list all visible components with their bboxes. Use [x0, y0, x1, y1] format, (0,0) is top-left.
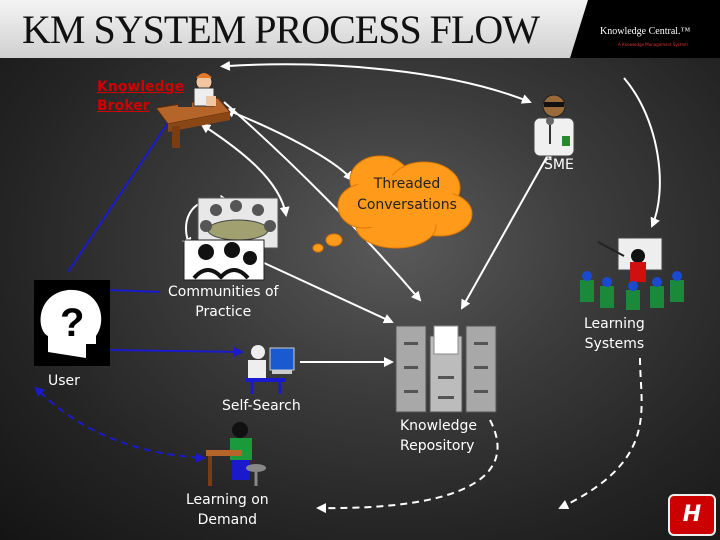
sme-label: SME — [544, 157, 574, 173]
broker-to-repository-arrow — [223, 101, 422, 302]
communities-to-repository-arrow — [261, 261, 394, 324]
broker-to-conversation-arrow — [224, 108, 354, 182]
self-search-icon — [246, 345, 295, 394]
learning-systems-label: Learning Systems — [584, 316, 645, 352]
learning-systems-icon — [580, 237, 684, 310]
user-to-self-search-arrow — [109, 346, 244, 357]
sme-to-learning-arrow — [623, 77, 661, 228]
communities-icon — [183, 197, 279, 281]
sme-icon — [533, 94, 575, 157]
knowledge-repository-label: Knowledge Repository — [400, 418, 477, 454]
user-icon: ? — [34, 280, 110, 366]
user-to-communities-arrow — [109, 289, 161, 293]
broker-to-community-arrow — [200, 123, 290, 217]
brand-subtitle: A Knowledge Management System — [618, 42, 688, 47]
user-to-broker-arrow — [67, 115, 174, 273]
slide-title: KM SYSTEM PROCESS FLOW — [22, 7, 540, 52]
conversation-cloud — [312, 155, 473, 253]
learning-dashed-left-arrow — [316, 419, 499, 514]
knowledge-broker-label: Knowledge Broker — [97, 79, 185, 114]
broker-to-sme-arrow — [220, 60, 532, 104]
user-label: User — [48, 373, 80, 389]
user-learning-dashed-arrow — [34, 386, 206, 463]
broker-icon — [155, 73, 231, 148]
brand-name: Knowledge Central.™ — [600, 26, 691, 37]
learning-on-demand-icon — [206, 422, 266, 486]
brand-badge: Knowledge Central.™ A Knowledge Manageme… — [570, 0, 720, 58]
svg-text:?: ? — [60, 301, 84, 345]
threaded-conversations-label: Threaded Conversations — [357, 176, 457, 213]
learning-dashed-right-arrow — [558, 357, 643, 510]
knowledge-repository-icon — [395, 325, 497, 413]
company-logo: H — [668, 494, 716, 536]
learning-on-demand-label: Learning on Demand — [186, 492, 269, 528]
self-search-label: Self-Search — [222, 398, 301, 414]
communities-of-practice-label: Communities of Practice — [168, 284, 279, 320]
sme-to-repository-arrow — [461, 148, 552, 310]
title-bar: KM SYSTEM PROCESS FLOW Knowledge Central… — [0, 0, 720, 58]
